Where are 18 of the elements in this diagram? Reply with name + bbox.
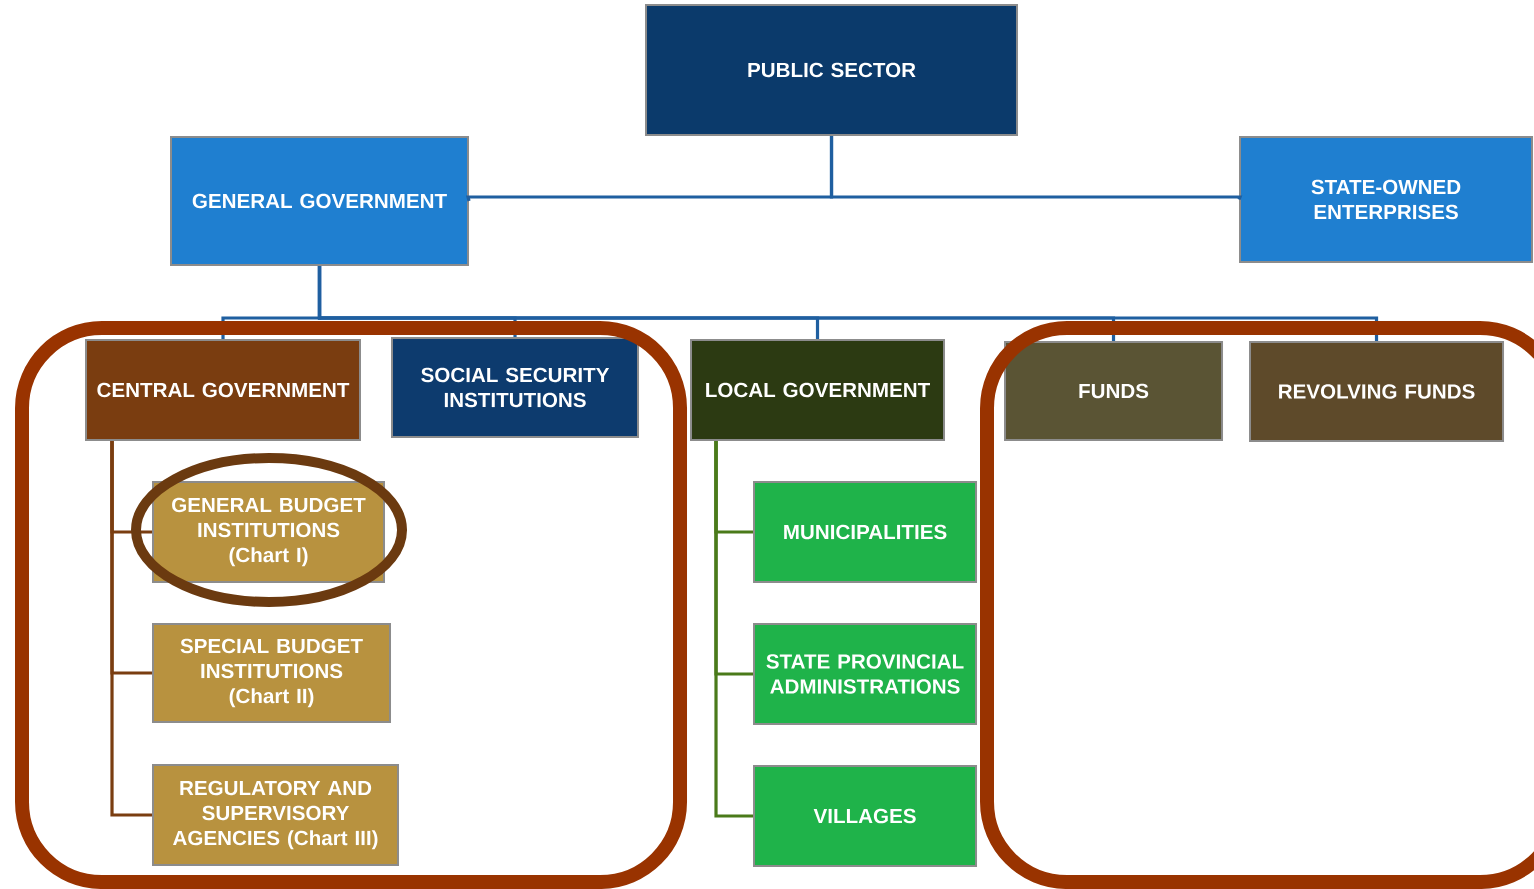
connector-line [317,266,1379,341]
org-box: GENERAL BUDGET INSTITUTIONS (Chart I) [152,481,385,583]
org-box: STATE-OWNED ENTERPRISES [1239,136,1533,263]
org-box: CENTRAL GOVERNMENT [85,339,361,441]
org-box: PUBLIC SECTOR [645,4,1018,136]
org-box: SPECIAL BUDGET INSTITUTIONS (Chart II) [152,623,391,723]
org-box: MUNICIPALITIES [753,481,977,583]
connector-line [829,136,1243,201]
org-box: FUNDS [1004,341,1223,441]
org-box: REGULATORY AND SUPERVISORY AGENCIES (Chart III) [152,764,399,866]
org-box: VILLAGES [753,765,977,867]
org-box: REVOLVING FUNDS [1249,341,1504,442]
connector-line [110,441,152,817]
org-box: STATE PROVINCIAL ADMINISTRATIONS [753,623,977,725]
org-box: LOCAL GOVERNMENT [690,339,945,441]
org-box: GENERAL GOVERNMENT [170,136,469,266]
connector-line [714,441,753,818]
org-box: SOCIAL SECURITY INSTITUTIONS [391,337,639,438]
